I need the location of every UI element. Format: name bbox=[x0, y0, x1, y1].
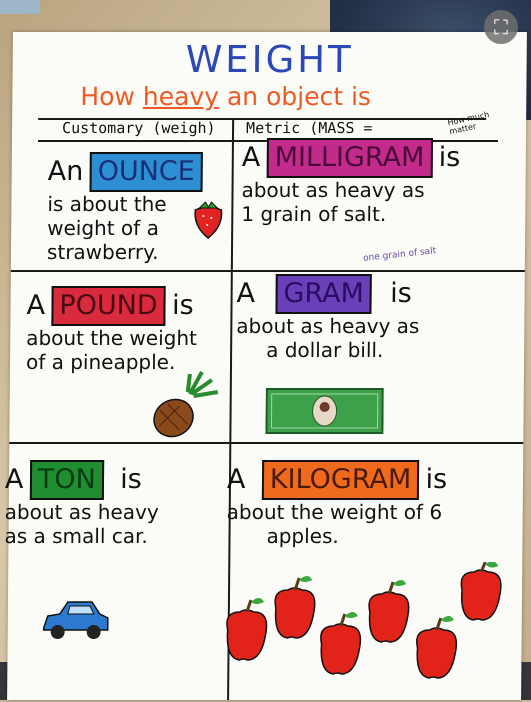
column-header-customary: Customary (weigh) bbox=[61, 119, 216, 137]
apple-icon bbox=[226, 598, 268, 661]
car-icon bbox=[42, 601, 109, 639]
cell-line: about as heavy as bbox=[236, 314, 420, 338]
apple-icon bbox=[460, 562, 502, 621]
cell-ounce: An OUNCE is about the weight of a strawb… bbox=[47, 152, 203, 264]
cell-pre: A bbox=[236, 278, 256, 309]
apple-icon bbox=[416, 616, 458, 679]
cell-post: is bbox=[120, 464, 142, 495]
anchor-chart-poster: WEIGHT How heavy an object is Customary … bbox=[4, 32, 527, 700]
background-object bbox=[0, 0, 40, 14]
poster-subtitle: How heavy an object is bbox=[80, 82, 371, 111]
salt-grain-note: one grain of salt bbox=[362, 246, 437, 264]
cell-milligram: A MILLIGRAM is about as heavy as 1 grain… bbox=[241, 138, 460, 226]
strawberry-icon bbox=[194, 201, 223, 239]
cell-line: about as heavy bbox=[4, 500, 159, 524]
apple-icon bbox=[368, 580, 410, 643]
cell-pound: A POUND is about the weight of a pineapp… bbox=[26, 286, 197, 374]
cell-pre: A bbox=[26, 290, 46, 321]
unit-ton: TON bbox=[29, 460, 104, 500]
cell-line: apples. bbox=[266, 524, 339, 548]
unit-ounce: OUNCE bbox=[89, 152, 203, 192]
cell-line: weight of a bbox=[47, 216, 159, 240]
poster-title: WEIGHT bbox=[185, 38, 354, 81]
cell-post: is bbox=[171, 290, 194, 321]
cell-pre: A bbox=[226, 464, 246, 495]
row-divider bbox=[10, 270, 525, 272]
subtitle-part: an object is bbox=[218, 82, 372, 111]
apple-icon bbox=[274, 576, 316, 639]
cell-pre: A bbox=[241, 142, 261, 173]
cell-post: is bbox=[438, 142, 461, 173]
cell-post: is bbox=[390, 278, 412, 309]
cell-line: about the weight of 6 bbox=[226, 500, 443, 524]
cell-line: 1 grain of salt. bbox=[241, 202, 387, 226]
cell-gram: A GRAM is about as heavy as a dollar bil… bbox=[236, 274, 420, 362]
subtitle-underlined: heavy bbox=[142, 82, 220, 111]
cell-line: strawberry. bbox=[46, 240, 159, 264]
cell-line: as a small car. bbox=[4, 524, 148, 548]
cell-post: is bbox=[425, 464, 448, 495]
cell-kilogram: A KILOGRAM is about the weight of 6 appl… bbox=[226, 460, 447, 548]
cell-pre: An bbox=[47, 156, 84, 187]
column-header-metric: Metric (MASS = bbox=[245, 119, 373, 137]
cell-ton: A TON is about as heavy as a small car. bbox=[4, 460, 159, 548]
unit-gram: GRAM bbox=[275, 274, 373, 314]
cell-line: about the weight bbox=[26, 326, 198, 350]
cell-pre: A bbox=[4, 464, 24, 495]
expand-icon[interactable]: ⛶ bbox=[484, 10, 518, 44]
cell-line: about as heavy as bbox=[241, 178, 425, 202]
unit-kilogram: KILOGRAM bbox=[261, 460, 420, 500]
unit-milligram: MILLIGRAM bbox=[266, 138, 433, 178]
subtitle-part: How bbox=[80, 82, 143, 111]
cell-line: a dollar bill. bbox=[266, 338, 384, 362]
row-divider bbox=[9, 442, 524, 444]
pineapple-icon bbox=[153, 371, 219, 438]
apples-illustration bbox=[226, 562, 502, 679]
dollar-bill-icon bbox=[265, 388, 384, 434]
apple-icon bbox=[320, 612, 362, 675]
unit-pound: POUND bbox=[51, 286, 166, 326]
cell-line: is about the bbox=[47, 192, 167, 216]
